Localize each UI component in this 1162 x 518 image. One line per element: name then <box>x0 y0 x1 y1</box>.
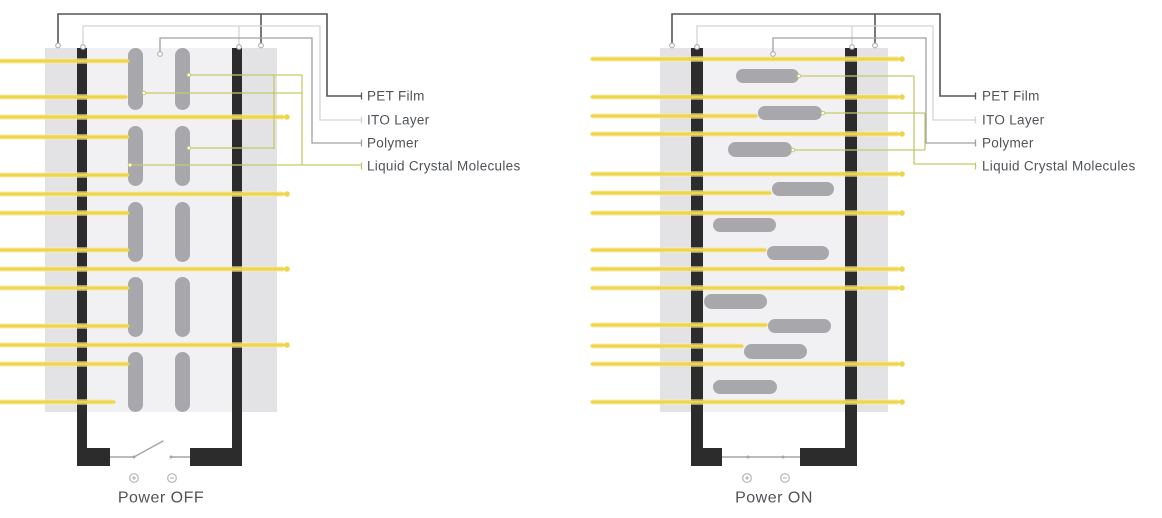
lc-molecule <box>767 246 829 260</box>
lc-molecule <box>736 69 799 83</box>
lc-molecule <box>713 380 777 394</box>
caption-power-off: Power OFF <box>118 490 204 507</box>
lc-molecule <box>128 277 143 337</box>
lc-molecule <box>175 126 190 186</box>
lc-connector-dot <box>790 147 796 153</box>
electrode-foot <box>190 448 242 466</box>
lc-molecule <box>728 142 792 157</box>
light-ray-tip <box>899 94 905 100</box>
lc-connector-dot <box>186 72 192 78</box>
lc-molecule <box>772 182 834 196</box>
polymer-layer <box>87 48 232 412</box>
ito-callout-line <box>82 25 361 121</box>
light-ray-tip <box>899 361 905 367</box>
light-ray-tip <box>284 342 290 348</box>
electrode-foot <box>77 448 110 466</box>
lc-molecule <box>768 319 831 333</box>
ito-connection-circle <box>236 44 242 50</box>
switch-blade <box>133 440 164 458</box>
light-ray-tip <box>284 191 290 197</box>
lc-molecule <box>175 352 190 412</box>
polymer-connection-circle <box>157 51 163 57</box>
pet-callout-line <box>671 13 975 97</box>
pet-label: PET Film <box>982 89 1040 104</box>
lc-molecule <box>175 277 190 337</box>
electrode-foot <box>691 448 722 466</box>
ito-label: ITO Layer <box>982 113 1045 128</box>
caption-power-on: Power ON <box>735 490 813 507</box>
light-ray-tip <box>899 131 905 137</box>
lc-connector-dot <box>796 73 802 79</box>
light-ray-tip <box>899 171 905 177</box>
lc-label: Liquid Crystal Molecules <box>367 159 521 174</box>
switch-contact-dot <box>746 455 750 459</box>
lc-molecule <box>713 218 776 232</box>
lc-molecule <box>744 344 807 359</box>
ito-label: ITO Layer <box>367 113 430 128</box>
ito-electrode-bar <box>77 48 87 466</box>
lc-molecule <box>175 202 190 262</box>
pet-connection-circle <box>669 42 675 49</box>
pet-connection-circle <box>258 42 264 49</box>
lc-molecule <box>175 48 190 110</box>
ito-connection-circle <box>849 44 855 50</box>
ito-connection-circle <box>80 44 86 50</box>
pet-callout-line <box>57 13 361 97</box>
polymer-label: Polymer <box>367 136 419 151</box>
light-ray-tip <box>284 114 290 120</box>
lc-molecule <box>128 126 143 186</box>
switch-contact-dot <box>781 455 785 459</box>
pet-connection-circle <box>55 42 61 49</box>
pet-label: PET Film <box>367 89 425 104</box>
lc-connector-dot <box>186 145 192 151</box>
lc-connector-dot <box>141 90 147 96</box>
lc-connector-dot <box>127 162 133 168</box>
ito-electrode-bar <box>232 48 242 466</box>
ito-callout-line <box>696 25 975 121</box>
light-ray-tip <box>899 266 905 272</box>
electrode-foot <box>800 448 857 466</box>
polymer-label: Polymer <box>982 136 1034 151</box>
pet-connection-circle <box>872 42 878 49</box>
ito-connection-circle <box>694 44 700 50</box>
lc-label: Liquid Crystal Molecules <box>982 159 1136 174</box>
polymer-connection-circle <box>770 51 776 57</box>
lc-molecule <box>128 48 143 110</box>
lc-molecule <box>704 294 767 309</box>
polymer-callout-line <box>772 37 975 144</box>
switch-contact-dot <box>132 455 136 459</box>
lc-molecule <box>128 352 143 412</box>
lc-molecule <box>128 202 143 262</box>
light-ray-tip <box>899 210 905 216</box>
light-ray-tip <box>899 399 905 405</box>
lc-molecule <box>758 106 822 120</box>
switch-contact-dot <box>169 455 173 459</box>
polymer-callout-line <box>159 37 361 144</box>
light-ray-tip <box>284 266 290 272</box>
light-ray-tip <box>899 285 905 291</box>
light-ray-tip <box>899 56 905 62</box>
lc-connector-dot <box>820 110 826 116</box>
